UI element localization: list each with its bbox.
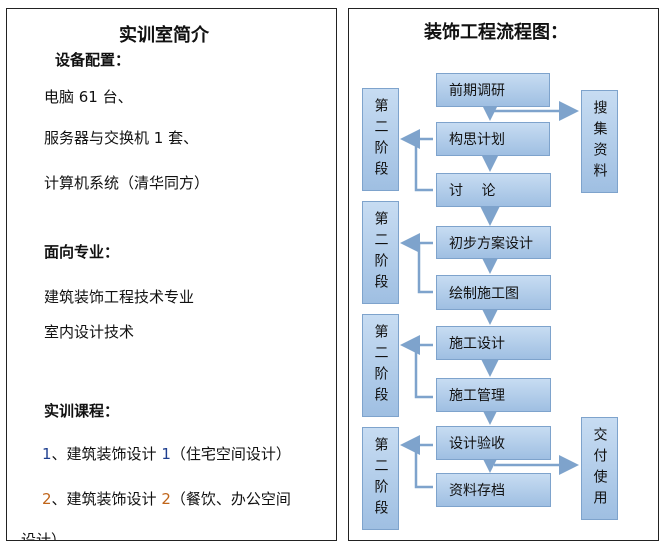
course-number: 1: [42, 445, 52, 463]
stage-box: 第二阶段: [362, 201, 399, 304]
majors-heading: 面向专业：: [44, 243, 120, 261]
step-construction-drawings: 绘制施工图: [436, 275, 551, 310]
course-number: 2: [42, 490, 52, 508]
course-level: 1: [161, 445, 171, 463]
course-detail: （住宅空间设计）: [170, 445, 291, 463]
course-detail: （餐饮、办公空间: [170, 490, 291, 508]
step-construction-design: 施工设计: [436, 326, 551, 360]
lab-intro-title: 实训室简介: [119, 25, 209, 46]
equipment-item: 电脑 61 台、: [44, 88, 133, 106]
step-concept-plan: 构思计划: [436, 122, 550, 156]
flowchart-title: 装饰工程流程图：: [424, 22, 568, 43]
step-archive: 资料存档: [436, 473, 551, 507]
delivery-box: 交付使用: [581, 417, 618, 520]
stage-box: 第二阶段: [362, 314, 399, 417]
group-bracket: [400, 129, 433, 489]
course-item: 2、建筑装饰设计 2（餐饮、办公空间: [42, 488, 291, 509]
course-level: 2: [161, 490, 171, 508]
course-item-continued: 设计）: [21, 531, 67, 541]
collect-materials-box: 搜集资料: [581, 90, 618, 193]
course-name: 、建筑装饰设计: [51, 490, 162, 508]
stage-box: 第二阶段: [362, 88, 399, 191]
major-item: 室内设计技术: [44, 323, 135, 341]
equipment-item: 计算机系统（清华同方）: [44, 174, 210, 192]
step-discussion: 讨 论: [436, 173, 551, 207]
step-preliminary-design: 初步方案设计: [436, 226, 551, 259]
stage-box: 第二阶段: [362, 427, 399, 530]
step-construction-management: 施工管理: [436, 378, 551, 412]
course-item: 1、建筑装饰设计 1（住宅空间设计）: [42, 443, 291, 464]
lab-intro-panel: 实训室简介 设备配置： 电脑 61 台、 服务器与交换机 1 套、 计算机系统（…: [6, 8, 337, 541]
major-item: 建筑装饰工程技术专业: [44, 288, 195, 306]
step-design-acceptance: 设计验收: [436, 426, 551, 460]
equipment-heading: 设备配置：: [55, 51, 131, 69]
equipment-item: 服务器与交换机 1 套、: [44, 129, 199, 147]
course-name: 、建筑装饰设计: [51, 445, 162, 463]
courses-heading: 实训课程：: [44, 402, 120, 420]
step-research: 前期调研: [436, 73, 550, 107]
